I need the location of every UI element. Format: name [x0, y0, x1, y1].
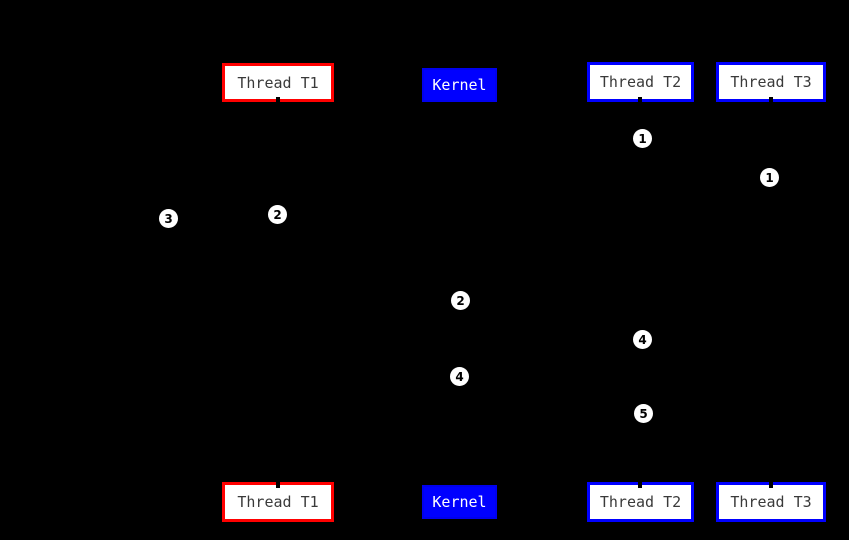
step-marker-1-thread-t3: 1 [760, 168, 779, 187]
actor-box-thread-t2-bottom: Thread T2 [587, 482, 694, 522]
actor-box-thread-t2-top: Thread T2 [587, 62, 694, 102]
actor-box-thread-t1-top: Thread T1 [222, 63, 334, 102]
step-marker-1-thread-t2: 1 [633, 129, 652, 148]
actor-box-thread-t3-bottom: Thread T3 [716, 482, 826, 522]
actor-box-thread-t3-top: Thread T3 [716, 62, 826, 102]
step-marker-4-thread-t2: 4 [633, 330, 652, 349]
lifeline-thread-t1 [276, 97, 280, 488]
step-marker-5-thread-t2: 5 [634, 404, 653, 423]
actor-box-thread-t1-bottom: Thread T1 [222, 482, 334, 522]
step-marker-4-kernel: 4 [450, 367, 469, 386]
lifeline-thread-t2 [638, 97, 642, 488]
step-marker-3-left: 3 [159, 209, 178, 228]
step-marker-2-thread-t1: 2 [268, 205, 287, 224]
lifeline-thread-t3 [769, 97, 773, 488]
actor-box-kernel-top: Kernel [422, 68, 497, 102]
step-marker-2-kernel: 2 [451, 291, 470, 310]
actor-box-kernel-bottom: Kernel [422, 485, 497, 519]
